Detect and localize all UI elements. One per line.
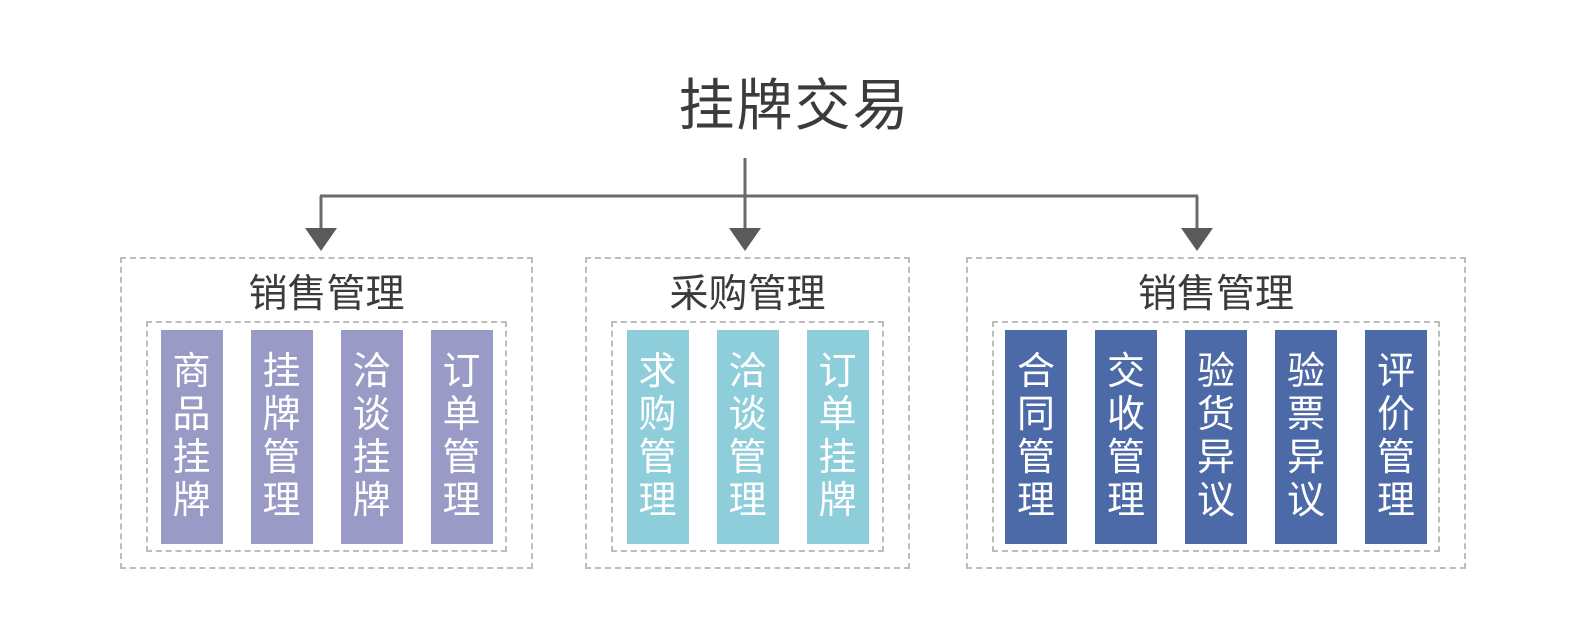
item-label: 验货异议 <box>1196 350 1235 522</box>
group-title: 销售管理 <box>248 273 405 316</box>
item-bar[interactable]: 订单挂牌 <box>806 329 869 544</box>
item-label: 验票异议 <box>1286 350 1325 522</box>
item-label: 挂牌管理 <box>262 350 301 522</box>
item-bar[interactable]: 求购管理 <box>626 329 689 544</box>
item-label: 交收管理 <box>1106 350 1145 522</box>
item-label: 订单管理 <box>442 350 481 522</box>
bar-list: 合同管理 交收管理 验货异议 验票异议 评价管理 <box>991 329 1441 544</box>
group-items-frame: 求购管理 洽谈管理 订单挂牌 <box>611 321 884 552</box>
group-purchase-management[interactable]: 采购管理 求购管理 洽谈管理 订单挂牌 <box>585 257 910 569</box>
group-items-frame: 合同管理 交收管理 验货异议 验票异议 评价管理 <box>992 321 1440 552</box>
item-label: 合同管理 <box>1016 350 1055 522</box>
group-items-frame: 商品挂牌 挂牌管理 洽谈挂牌 订单管理 <box>146 321 507 552</box>
item-bar[interactable]: 挂牌管理 <box>250 329 313 544</box>
bar-list: 商品挂牌 挂牌管理 洽谈挂牌 订单管理 <box>147 329 507 544</box>
item-bar[interactable]: 订单管理 <box>430 329 493 544</box>
group-sales-management[interactable]: 销售管理 商品挂牌 挂牌管理 洽谈挂牌 订单管理 <box>120 257 533 569</box>
item-bar[interactable]: 洽谈挂牌 <box>340 329 403 544</box>
item-bar[interactable]: 商品挂牌 <box>160 329 223 544</box>
bar-list: 求购管理 洽谈管理 订单挂牌 <box>613 329 883 544</box>
group-title: 采购管理 <box>669 273 826 316</box>
item-bar[interactable]: 合同管理 <box>1005 329 1067 544</box>
group-sales-management-secondary[interactable]: 销售管理 合同管理 交收管理 验货异议 验票异议 评价管理 <box>966 257 1466 569</box>
item-bar[interactable]: 交收管理 <box>1095 329 1157 544</box>
item-bar[interactable]: 评价管理 <box>1365 329 1427 544</box>
group-title: 销售管理 <box>1137 273 1294 316</box>
root-node-title: 挂牌交易 <box>678 74 911 137</box>
item-label: 洽谈管理 <box>728 350 767 522</box>
item-bar[interactable]: 洽谈管理 <box>716 329 779 544</box>
item-label: 商品挂牌 <box>172 350 211 522</box>
item-label: 求购管理 <box>638 350 677 522</box>
item-bar[interactable]: 验票异议 <box>1275 329 1337 544</box>
item-label: 洽谈挂牌 <box>352 350 391 522</box>
item-bar[interactable]: 验货异议 <box>1185 329 1247 544</box>
item-label: 订单挂牌 <box>818 350 857 522</box>
item-label: 评价管理 <box>1376 350 1415 522</box>
